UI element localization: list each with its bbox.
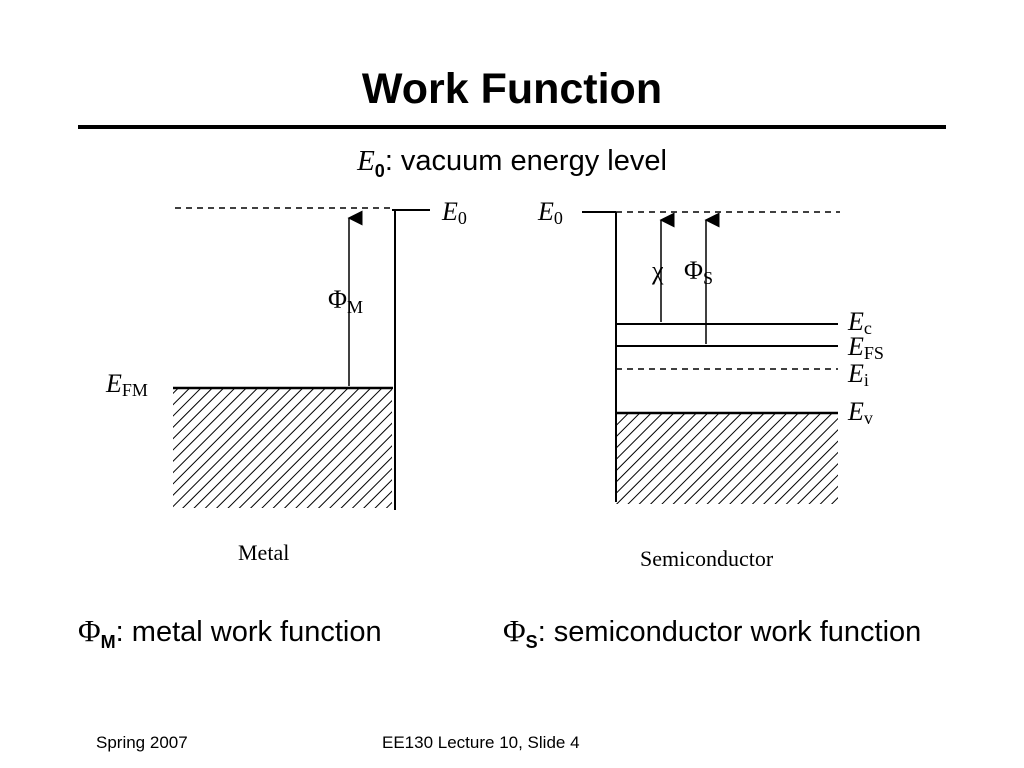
e0-symbol: E: [357, 145, 375, 177]
title-rule: [78, 125, 946, 129]
metal-caption: Metal: [238, 540, 289, 565]
semi-ev-label: Ev: [847, 397, 873, 428]
metal-diagram: E0 EFM ΦM Metal: [105, 197, 467, 565]
semi-caption: Semiconductor: [640, 546, 774, 571]
phi-s-subscript: S: [525, 631, 538, 652]
e0-subscript: 0: [374, 160, 385, 181]
semi-ec-label: Ec: [847, 307, 872, 338]
semi-ei-label: Ei: [847, 359, 869, 390]
metal-efm-label: EFM: [105, 369, 148, 400]
metal-e0-label: E0: [441, 197, 467, 228]
semiconductor-diagram: E0 χ ΦS Ec EFS Ei Ev Semiconductor: [537, 197, 884, 571]
semi-chi-label: χ: [651, 256, 664, 285]
metal-work-function-text: : metal work function: [115, 616, 382, 648]
semi-valence-band-states: [616, 414, 838, 504]
semi-phi-label: ΦS: [684, 256, 713, 288]
vacuum-level-definition: E0: vacuum energy level: [0, 145, 1024, 182]
semi-e0-label: E0: [537, 197, 563, 228]
semi-efs-label: EFS: [847, 332, 884, 363]
metal-phi-label: ΦM: [328, 285, 363, 317]
phi-m-symbol: Φ: [78, 613, 101, 648]
semiconductor-work-function-definition: ΦS: semiconductor work function: [503, 613, 922, 653]
footer-date: Spring 2007: [96, 733, 188, 752]
metal-filled-states: [173, 388, 392, 508]
phi-s-symbol: Φ: [503, 613, 526, 648]
vacuum-level-text: : vacuum energy level: [384, 145, 667, 177]
metal-work-function-definition: ΦM: metal work function: [78, 613, 382, 653]
footer-slide-info: EE130 Lecture 10, Slide 4: [382, 733, 580, 752]
phi-m-subscript: M: [100, 631, 116, 652]
slide-title: Work Function: [361, 65, 663, 113]
semiconductor-work-function-text: : semiconductor work function: [537, 616, 922, 648]
